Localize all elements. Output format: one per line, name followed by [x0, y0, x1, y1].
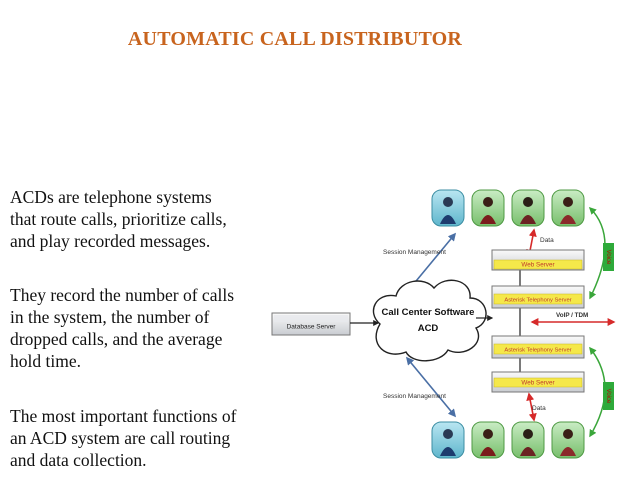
cloud-subtitle: ACD [418, 323, 439, 334]
paragraph-acd-functions: The most important functions of an ACD s… [10, 405, 285, 471]
voice-arc-top [588, 206, 606, 300]
agent-tile [471, 189, 505, 227]
agent-tile [551, 421, 585, 459]
data-arrow-bottom [526, 392, 537, 422]
paragraph-acd-definition: ACDs are telephone systems that route ca… [10, 186, 285, 252]
slide-title: AUTOMATIC CALL DISTRIBUTOR [127, 28, 463, 50]
voice-arc-bottom [589, 346, 606, 438]
text-line: hold time. [10, 351, 81, 371]
voice-label: Voice [605, 250, 611, 265]
data-label: Data [540, 237, 554, 244]
cloud-title: Call Center Software [382, 307, 475, 318]
agent-tile [431, 421, 465, 459]
web-server-label: Web Server [521, 262, 554, 269]
telephony-server-label: Asterisk Telephony Server [504, 298, 571, 304]
call-center-software-cloud: Call Center Software ACD [372, 279, 487, 362]
agent-tile [471, 421, 505, 459]
text-line: dropped calls, and the average [10, 329, 223, 349]
text-line: They record the number of calls [10, 285, 235, 305]
agent-tile [511, 421, 545, 459]
text-line: and play recorded messages. [10, 231, 211, 251]
database-server: Database Server [271, 312, 351, 336]
agent-tile [551, 189, 585, 227]
voip-tdm-label: VoIP / TDM [556, 312, 588, 319]
web-server-label: Web Server [521, 380, 554, 387]
voice-label-box [603, 382, 614, 410]
voice-label-box [603, 243, 614, 271]
data-label: Data [532, 405, 546, 412]
voice-label: Voice [605, 389, 611, 404]
text-line: that route calls, prioritize calls, [10, 209, 227, 229]
paragraph-acd-records: They record the number of calls in the s… [10, 284, 285, 372]
session-management-label: Session Management [383, 393, 446, 400]
text-line: in the system, the number of [10, 307, 210, 327]
telephony-server-label: Asterisk Telephony Server [504, 348, 571, 354]
text-line: The most important functions of [10, 406, 237, 426]
text-line: an ACD system are call routing [10, 428, 231, 448]
session-arrow-bottom [405, 356, 457, 418]
text-line: ACDs are telephone systems [10, 187, 212, 207]
acd-architecture-diagram: Voice Voice Session Management Session M… [271, 189, 616, 459]
telephony-server-2: Asterisk Telephony Server [491, 335, 585, 359]
agent-tile [431, 189, 465, 227]
telephony-server-1: Asterisk Telephony Server [491, 285, 585, 309]
web-server-top: Web Server [491, 249, 585, 271]
session-management-label: Session Management [383, 249, 446, 256]
text-line: and data collection. [10, 450, 147, 470]
web-server-bottom: Web Server [491, 371, 585, 393]
database-server-label: Database Server [287, 324, 337, 331]
agent-tile [511, 189, 545, 227]
